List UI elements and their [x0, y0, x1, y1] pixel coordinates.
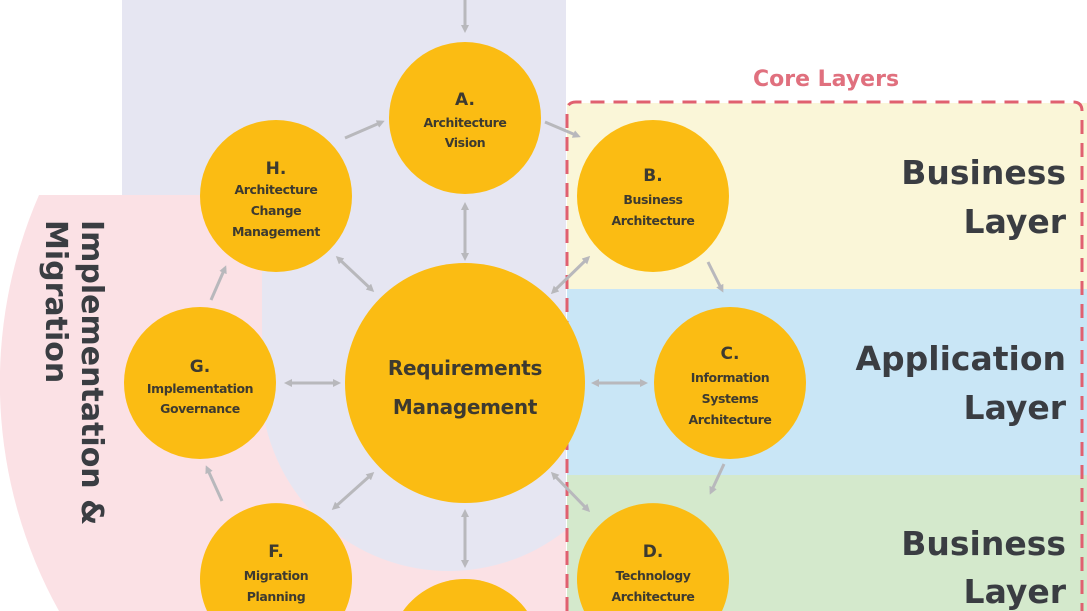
svg-text:D.: D.: [643, 542, 664, 562]
svg-text:Planning: Planning: [247, 589, 306, 604]
svg-text:Governance: Governance: [160, 401, 240, 416]
application-layer-label: Application: [856, 339, 1067, 378]
phase-c-information-systems-architecture[interactable]: C. Information Systems Architecture: [654, 307, 806, 459]
phase-e-opportunities-solutions[interactable]: [403, 578, 527, 611]
svg-text:F.: F.: [268, 542, 284, 562]
svg-text:Migration: Migration: [244, 568, 308, 583]
svg-text:Systems: Systems: [702, 391, 759, 406]
svg-text:Architecture: Architecture: [423, 115, 506, 130]
cycle-arrows: [205, 0, 726, 568]
application-layer-band: [567, 289, 1087, 475]
technology-layer-label: Layer: [964, 572, 1067, 611]
svg-text:Management: Management: [232, 224, 320, 239]
business-layer-label: Business: [901, 153, 1066, 192]
svg-text:Architecture: Architecture: [611, 589, 694, 604]
svg-text:Vision: Vision: [445, 135, 486, 150]
svg-text:Change: Change: [251, 203, 301, 218]
svg-text:Migration: Migration: [38, 220, 73, 383]
svg-text:Management: Management: [393, 395, 538, 419]
svg-text:Architecture: Architecture: [611, 213, 694, 228]
phase-a-architecture-vision[interactable]: A. Architecture Vision: [389, 42, 541, 194]
core-layers-border: [565, 100, 1084, 611]
svg-text:Business: Business: [623, 192, 682, 207]
svg-text:Architecture: Architecture: [688, 412, 771, 427]
svg-text:H.: H.: [266, 159, 287, 179]
svg-text:Implementation: Implementation: [147, 381, 253, 396]
phase-b-business-architecture[interactable]: B. Business Architecture: [577, 120, 729, 272]
technology-layer-label: Business: [901, 524, 1066, 563]
svg-text:G.: G.: [190, 357, 210, 377]
svg-text:A.: A.: [455, 90, 475, 110]
phase-f-migration-planning[interactable]: F. Migration Planning: [199, 496, 353, 611]
svg-text:Requirements: Requirements: [388, 356, 542, 380]
svg-text:Architecture: Architecture: [234, 182, 317, 197]
requirements-management[interactable]: Requirements Management: [345, 263, 585, 503]
svg-text:Technology: Technology: [615, 568, 690, 583]
core-layers-title: Core Layers: [753, 67, 899, 92]
phase-d-technology-architecture[interactable]: D. Technology Architecture: [577, 503, 729, 611]
implementation-migration-label: Implementation & Migration: [38, 220, 109, 525]
svg-text:Information: Information: [691, 370, 770, 385]
phase-h-architecture-change-management[interactable]: H. Architecture Change Management: [200, 120, 352, 272]
application-layer-label: Layer: [964, 388, 1067, 427]
phase-g-implementation-governance[interactable]: G. Implementation Governance: [124, 307, 276, 459]
svg-text:C.: C.: [721, 344, 740, 364]
svg-text:Implementation &: Implementation &: [74, 220, 109, 525]
svg-text:B.: B.: [643, 166, 662, 186]
business-layer-label: Layer: [964, 202, 1067, 241]
